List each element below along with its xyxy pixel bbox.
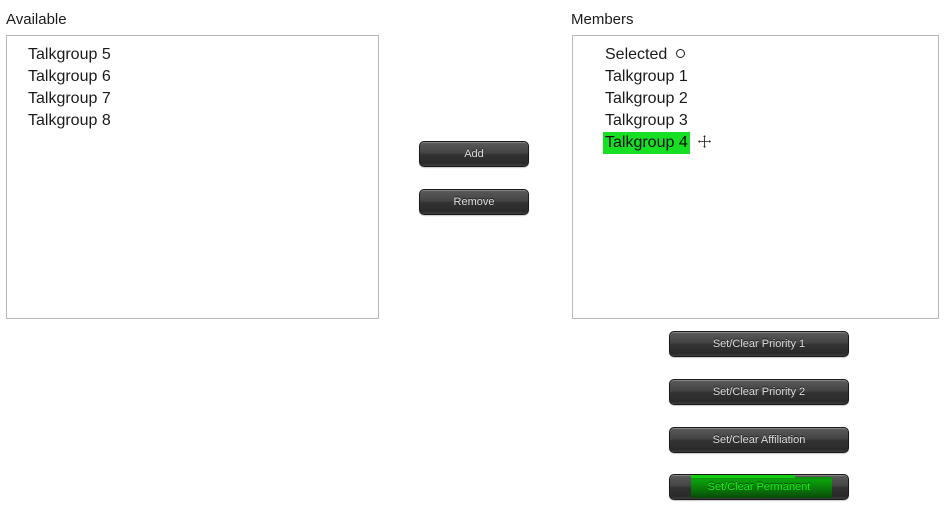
list-item[interactable]: Talkgroup 5	[7, 44, 378, 66]
available-list: Talkgroup 5 Talkgroup 6 Talkgroup 7 Talk…	[7, 36, 378, 132]
list-item[interactable]: Talkgroup 8	[7, 110, 378, 132]
list-item[interactable]: Talkgroup 1	[573, 66, 938, 88]
add-button-label: Add	[464, 148, 484, 160]
set-clear-priority-2-label: Set/Clear Priority 2	[712, 386, 806, 398]
list-item-label: Talkgroup 3	[605, 112, 688, 129]
members-listbox[interactable]: Selected Talkgroup 1 Talkgroup 2 Talkgro…	[572, 35, 939, 319]
remove-button[interactable]: Remove	[419, 189, 529, 215]
selection-highlight	[691, 475, 832, 498]
set-clear-priority-1-label: Set/Clear Priority 1	[712, 338, 806, 350]
list-item-label: Talkgroup 4	[603, 132, 690, 154]
list-item-selected[interactable]: Talkgroup 4	[573, 132, 938, 154]
list-item-label: Talkgroup 6	[28, 68, 111, 85]
available-panel-label: Available	[6, 11, 67, 28]
members-list: Selected Talkgroup 1 Talkgroup 2 Talkgro…	[573, 36, 938, 154]
list-item-label: Talkgroup 8	[28, 112, 111, 129]
list-item[interactable]: Selected	[573, 44, 938, 66]
set-clear-affiliation-label: Set/Clear Affiliation	[712, 434, 806, 446]
list-item[interactable]: Talkgroup 7	[7, 88, 378, 110]
set-clear-affiliation-button[interactable]: Set/Clear Affiliation	[669, 427, 849, 453]
list-item[interactable]: Talkgroup 3	[573, 110, 938, 132]
list-item[interactable]: Talkgroup 2	[573, 88, 938, 110]
list-item-label: Talkgroup 1	[605, 68, 688, 85]
circle-marker-icon	[676, 49, 686, 58]
set-clear-permanent-button[interactable]: Set/Clear Permanent	[669, 474, 849, 500]
move-cursor-icon	[696, 133, 712, 150]
list-item-label: Talkgroup 2	[605, 90, 688, 107]
list-item-label: Talkgroup 7	[28, 90, 111, 107]
add-button[interactable]: Add	[419, 141, 529, 167]
available-listbox[interactable]: Talkgroup 5 Talkgroup 6 Talkgroup 7 Talk…	[6, 35, 379, 319]
list-item[interactable]: Talkgroup 6	[7, 66, 378, 88]
remove-button-label: Remove	[453, 196, 495, 208]
list-item-label: Talkgroup 5	[28, 46, 111, 63]
set-clear-permanent-label: Set/Clear Permanent	[707, 481, 811, 493]
list-item-label: Selected	[605, 46, 668, 63]
set-clear-priority-2-button[interactable]: Set/Clear Priority 2	[669, 379, 849, 405]
members-panel-label: Members	[571, 11, 634, 28]
set-clear-priority-1-button[interactable]: Set/Clear Priority 1	[669, 331, 849, 357]
